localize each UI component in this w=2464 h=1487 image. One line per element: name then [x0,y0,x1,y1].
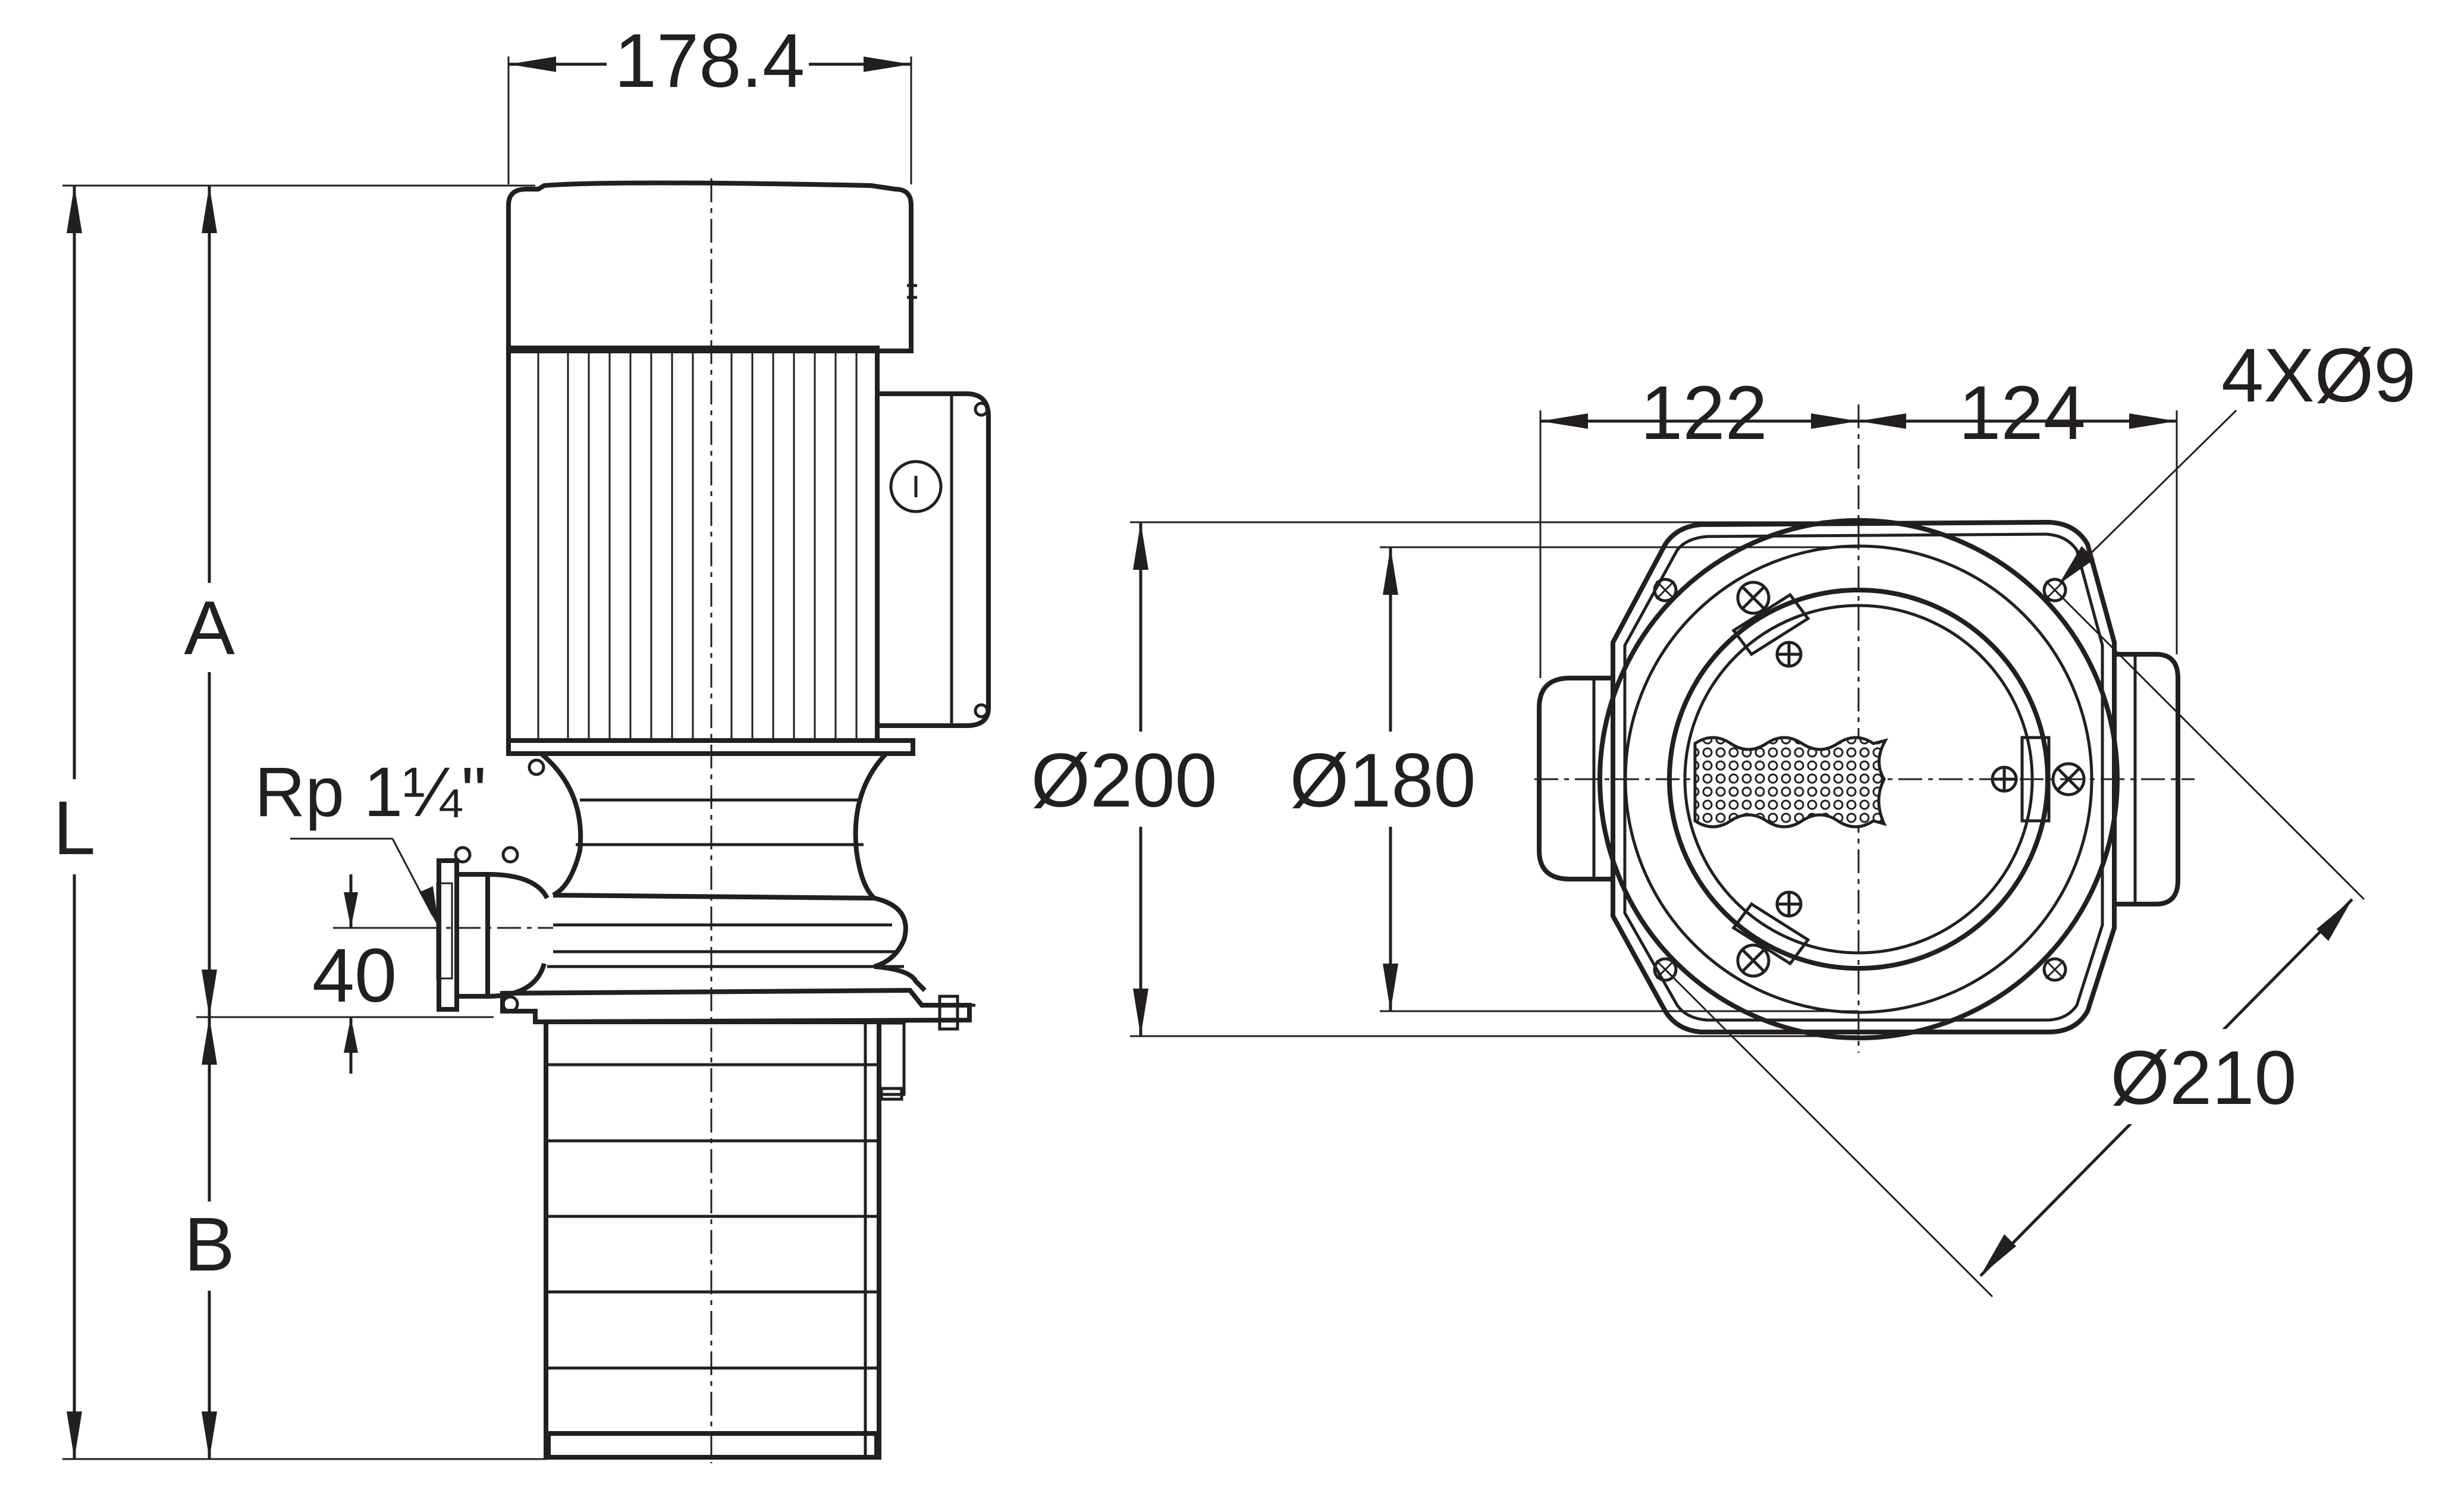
boss-right [2114,652,2180,906]
housing-ring-circle [1624,544,2093,1014]
strainer-mesh [1693,736,1889,829]
outlet-bolt-top [454,846,472,864]
housing-outer-circle [1597,518,2120,1040]
terminal-screw-bottom [974,703,989,719]
dim-200-label: Ø200 [1031,738,1217,823]
top-view: 122 124 4XØ9 Ø200 Ø180 Ø210 [1023,333,2416,1298]
arrow-124-left [1859,413,1906,429]
outlet-bolt-top-2 [501,846,519,864]
holes-label: 4XØ9 [2221,333,2416,418]
dim-210-label: Ø210 [2110,1036,2296,1121]
port-label: Rp 1¼" [255,753,486,832]
pump-column [544,1019,881,1460]
label-200-bg [1023,732,1225,827]
arrow-200-top [1133,522,1148,570]
drain-pipe [877,1021,906,1096]
dim-A-label: A [184,586,235,671]
inlet-inner-circle [1683,604,2034,955]
clip-right [2020,736,2051,823]
plate-nipple [938,995,959,1031]
motor-cover [506,180,914,353]
mounting-hole-bottom-right [2042,957,2067,982]
switch-symbol [889,460,943,513]
holes-leader-arrow [2059,546,2095,584]
dim-B-label: B [184,1202,234,1287]
dim-L-label: L [53,786,95,871]
arrow-A-top [202,186,217,233]
volute-right [553,893,927,992]
arrow-L-top [67,186,82,233]
port-leader-arrow [419,886,439,928]
screw-top-left [1736,581,1771,615]
column-foot [546,1431,879,1460]
arrow-200-bottom [1133,989,1148,1036]
arrow-B-bottom [202,1411,217,1459]
arrow-210-bottom [1980,1234,2016,1276]
dim-width-label: 178.4 [614,18,805,103]
terminal-box [877,391,991,728]
outlet-bolt-bottom [501,995,519,1013]
clip-top [1731,592,1810,657]
arrow-A-bottom [202,970,217,1017]
ext-line-210-right [2054,589,2365,901]
screw-right [2051,762,2086,796]
outlet-elbow-bottom [487,962,547,999]
dim-180-label: Ø180 [1289,738,1476,823]
side-view: 178.4 L A B Rp 1¼" 40 [53,18,991,1463]
mounting-hole-top-left [1653,578,1678,603]
mounting-hole-bottom-left [1653,957,1678,982]
terminal-screw-top [974,401,989,417]
boss-left [1537,676,1613,881]
screws [1736,581,2086,978]
mounting-plate [500,987,972,1025]
dim-40-label: 40 [312,933,397,1018]
arrow-L-bottom [67,1411,82,1459]
outlet-pipe [454,872,490,999]
pump-neck-right [853,752,888,900]
arrow-180-bottom [1383,964,1398,1011]
screw-top-inner [1775,641,1803,668]
arrow-40-top [344,892,358,928]
base-plate-inner [1623,532,2104,1022]
label-210-bg [2096,1029,2311,1124]
ext-line-210-left [1664,968,1994,1298]
arrow-width-left [509,57,556,72]
arrow-180-top [1383,547,1398,595]
screw-bottom-left [1736,943,1771,978]
base-plate-outline [1611,519,2117,1034]
label-180-bg [1279,732,1481,827]
arrow-40-bottom [344,1017,358,1053]
screw-bottom-inner [1775,890,1803,918]
arrow-B-top [202,1017,217,1065]
arrow-122-right [1811,413,1859,429]
flange-bolt [528,758,545,776]
motor-flange [506,738,915,756]
arrow-122-left [1540,413,1588,429]
arrow-width-right [864,57,911,72]
dim-122-label: 122 [1640,371,1768,456]
clip-bottom [1731,902,1810,966]
pump-neck-left [539,751,583,898]
motor-fins [537,348,858,741]
outlet-port [416,846,553,1013]
outlet-thread [436,882,453,980]
arrow-210-top [2317,899,2352,941]
screw-right-inner [1991,766,2018,793]
outlet-elbow-top [487,872,550,899]
drain-cap [880,1087,903,1101]
dim-124-label: 124 [1958,371,2086,456]
mounting-hole-top-right [2042,578,2067,603]
holes-leader [2063,409,2237,581]
arrow-124-right [2129,413,2177,429]
